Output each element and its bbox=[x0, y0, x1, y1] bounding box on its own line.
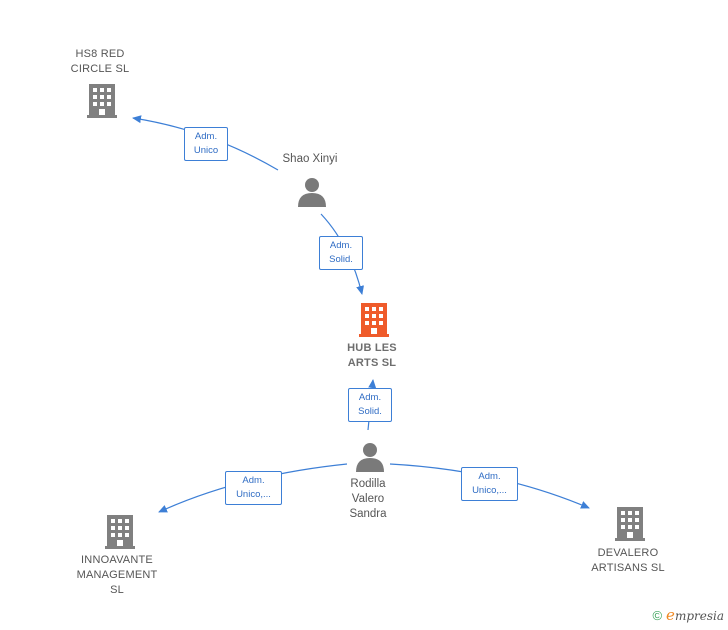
building-icon[interactable] bbox=[105, 515, 135, 549]
relation-label-rodilla-hub[interactable]: Adm. Solid. bbox=[348, 388, 392, 422]
relation-label-line: Adm. bbox=[242, 475, 265, 486]
company-name-devalero-artisans[interactable]: DEVALERO ARTISANS SL bbox=[573, 546, 683, 576]
company-name-line: ARTISANS SL bbox=[591, 562, 665, 574]
brand-name: mpresia bbox=[674, 609, 724, 623]
relation-label-rodilla-devalero[interactable]: Adm. Unico,... bbox=[461, 467, 518, 501]
building-icon[interactable] bbox=[87, 84, 117, 118]
company-name-line: SL bbox=[110, 584, 124, 596]
company-name-line: ARTS SL bbox=[347, 357, 397, 369]
relation-label-line: Adm. bbox=[478, 471, 501, 482]
relation-label-line: Unico,... bbox=[472, 485, 507, 496]
person-icon[interactable] bbox=[298, 178, 326, 207]
company-name-hs8-red-circle[interactable]: HS8 RED CIRCLE SL bbox=[50, 47, 150, 77]
person-name-line: Valero bbox=[351, 493, 385, 505]
empresia-logo: ©empresia bbox=[652, 606, 724, 624]
company-name-hub-les-arts[interactable]: HUB LES ARTS SL bbox=[322, 341, 422, 371]
relation-label-line: Solid. bbox=[329, 254, 353, 265]
company-name-line: CIRCLE SL bbox=[70, 63, 130, 75]
person-name-shao-xinyi[interactable]: Shao Xinyi bbox=[260, 152, 360, 167]
relation-label-line: Unico,... bbox=[236, 489, 271, 500]
person-icon[interactable] bbox=[356, 443, 384, 472]
company-name-line: DEVALERO bbox=[597, 547, 659, 559]
relation-label-line: Adm. bbox=[194, 131, 218, 142]
relation-label-line: Unico bbox=[193, 145, 219, 156]
relation-label-line: Solid. bbox=[358, 406, 382, 417]
company-name-line: INNOAVANTE bbox=[81, 554, 153, 566]
relation-label-shao-hs8[interactable]: Adm. Unico bbox=[184, 127, 228, 161]
brand-initial: e bbox=[666, 606, 675, 624]
person-name-line: Rodilla bbox=[350, 478, 386, 490]
copyright-icon: © bbox=[652, 608, 663, 623]
person-name-line: Shao Xinyi bbox=[282, 153, 338, 165]
person-name-rodilla-valero-sandra[interactable]: Rodilla Valero Sandra bbox=[318, 477, 418, 522]
company-name-line: MANAGEMENT bbox=[76, 569, 158, 581]
company-name-innoavante-management[interactable]: INNOAVANTE MANAGEMENT SL bbox=[62, 553, 172, 598]
company-name-line: HUB LES bbox=[347, 342, 397, 354]
company-name-line: HS8 RED bbox=[75, 48, 125, 60]
relation-label-line: Adm. bbox=[329, 240, 353, 251]
relation-label-rodilla-innoavante[interactable]: Adm. Unico,... bbox=[225, 471, 282, 505]
focus-building-icon[interactable] bbox=[359, 303, 389, 337]
person-name-line: Sandra bbox=[349, 508, 387, 520]
relation-label-line: Adm. bbox=[358, 392, 382, 403]
relation-label-shao-hub[interactable]: Adm. Solid. bbox=[319, 236, 363, 270]
building-icon[interactable] bbox=[615, 507, 645, 541]
